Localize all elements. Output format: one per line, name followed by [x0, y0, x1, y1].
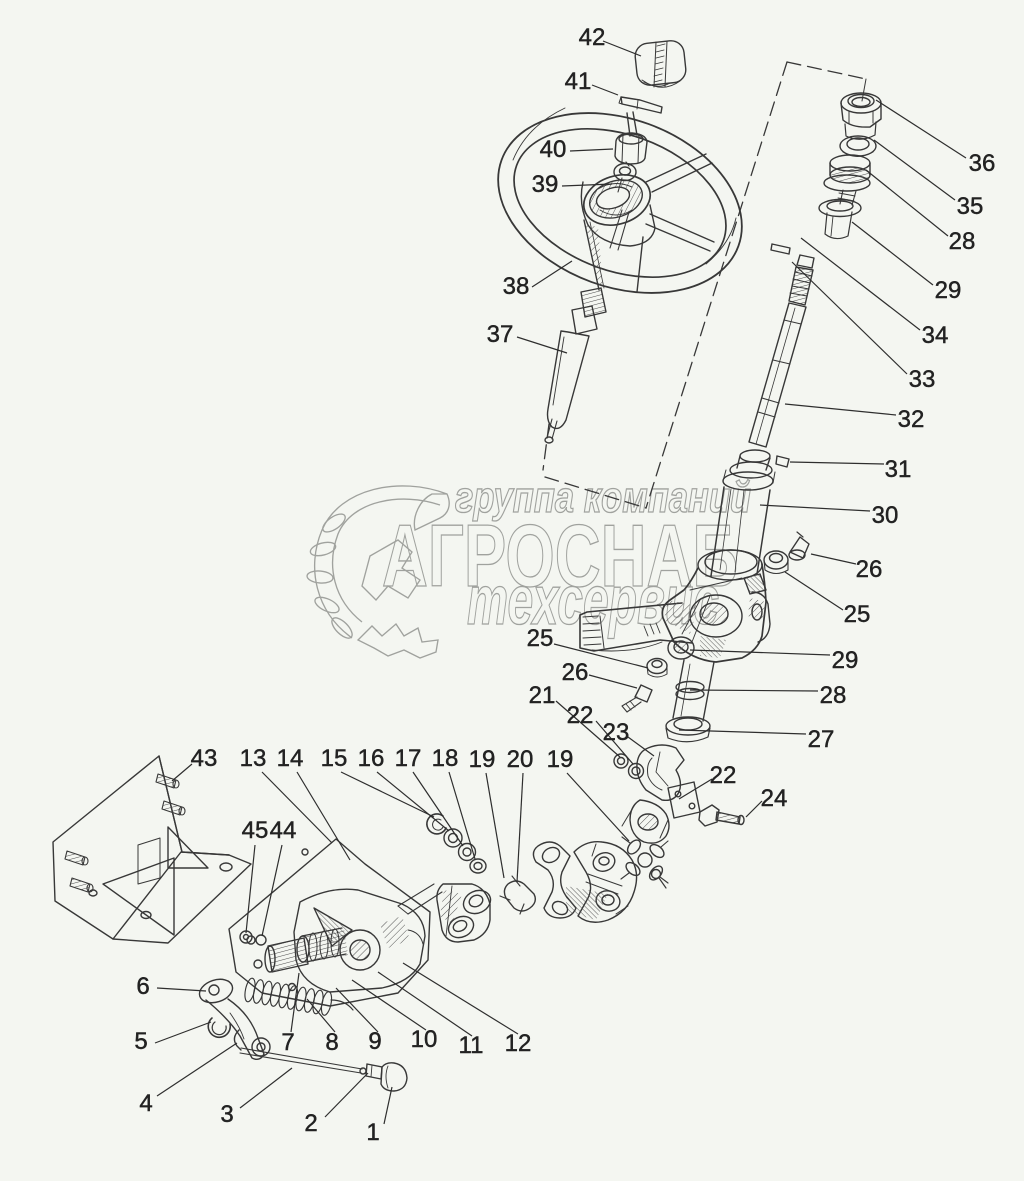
svg-text:17: 17	[395, 745, 422, 772]
svg-text:39: 39	[532, 171, 559, 198]
svg-text:28: 28	[820, 682, 847, 709]
svg-text:11: 11	[459, 1032, 484, 1059]
svg-text:27: 27	[808, 726, 835, 753]
svg-text:25: 25	[527, 625, 554, 652]
svg-text:7: 7	[281, 1029, 294, 1056]
svg-text:5: 5	[134, 1028, 147, 1055]
svg-text:28: 28	[949, 228, 976, 255]
svg-text:31: 31	[885, 456, 912, 483]
svg-text:38: 38	[503, 273, 530, 300]
svg-text:37: 37	[487, 321, 514, 348]
svg-text:19: 19	[469, 746, 496, 773]
svg-text:41: 41	[565, 68, 592, 95]
svg-text:3: 3	[220, 1101, 233, 1128]
svg-text:33: 33	[909, 366, 936, 393]
svg-text:21: 21	[529, 682, 556, 709]
svg-text:42: 42	[579, 24, 606, 51]
svg-text:13: 13	[240, 745, 267, 772]
svg-text:6: 6	[136, 973, 149, 1000]
svg-text:34: 34	[922, 322, 949, 349]
svg-text:26: 26	[856, 556, 883, 583]
svg-text:20: 20	[507, 746, 534, 773]
svg-text:24: 24	[761, 785, 788, 812]
svg-text:43: 43	[191, 745, 218, 772]
svg-text:18: 18	[432, 745, 459, 772]
svg-text:14: 14	[277, 745, 304, 772]
svg-text:30: 30	[872, 502, 899, 529]
svg-text:45: 45	[242, 817, 269, 844]
svg-text:16: 16	[358, 745, 385, 772]
svg-text:36: 36	[969, 150, 996, 177]
svg-text:12: 12	[505, 1030, 532, 1057]
svg-text:4: 4	[139, 1090, 152, 1117]
svg-text:44: 44	[270, 817, 297, 844]
svg-text:32: 32	[898, 406, 925, 433]
svg-text:29: 29	[935, 277, 962, 304]
svg-text:группа компаний: группа компаний	[455, 473, 751, 522]
svg-text:35: 35	[957, 193, 984, 220]
svg-text:22: 22	[567, 702, 594, 729]
svg-text:22: 22	[710, 762, 737, 789]
svg-text:1: 1	[366, 1119, 379, 1146]
svg-text:9: 9	[368, 1028, 381, 1055]
svg-text:23: 23	[603, 719, 630, 746]
svg-text:10: 10	[411, 1026, 438, 1053]
svg-text:2: 2	[304, 1110, 317, 1137]
svg-text:25: 25	[844, 601, 871, 628]
svg-text:29: 29	[832, 647, 859, 674]
svg-text:40: 40	[540, 136, 567, 163]
svg-text:15: 15	[321, 745, 348, 772]
svg-text:19: 19	[547, 746, 574, 773]
svg-text:26: 26	[562, 659, 589, 686]
svg-text:8: 8	[325, 1029, 338, 1056]
svg-text:АГРОСНАБ: АГРОСНАБ	[382, 506, 738, 605]
